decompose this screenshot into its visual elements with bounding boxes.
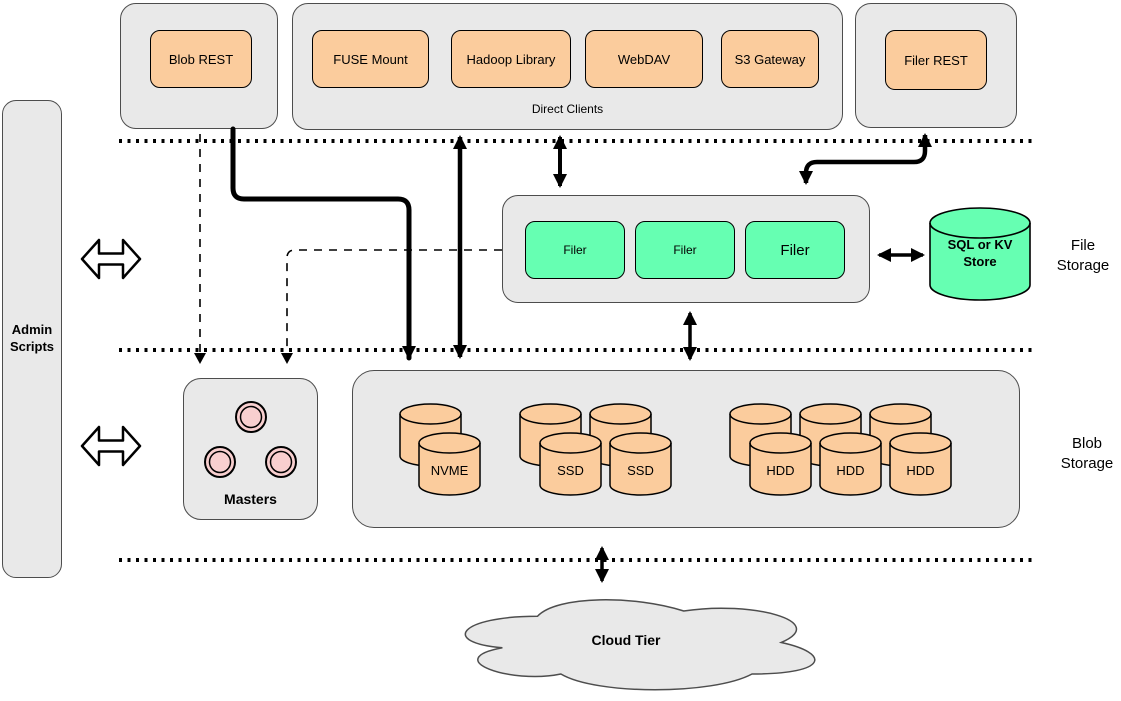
blob-rest-box: Blob REST	[150, 30, 252, 88]
admin-filestorage-double-arrow	[80, 238, 142, 280]
hdd-volume-label-1: HDD	[766, 463, 795, 478]
hadoop-library-box: Hadoop Library	[451, 30, 571, 88]
s3-gateway-label: S3 Gateway	[734, 51, 806, 67]
hdd-volume-label-2: HDD	[836, 463, 865, 478]
filer-box-2: Filer	[635, 221, 735, 279]
admin-scripts-panel: Admin Scripts	[2, 100, 62, 578]
sql-kv-store-label: SQL or KV Store	[947, 237, 1013, 269]
nvme-volume-label: NVME	[430, 463, 469, 478]
blob-storage-section-label: Blob Storage	[1060, 435, 1114, 473]
filer-box-3: Filer	[745, 221, 845, 279]
filer-label-1: Filer	[563, 243, 587, 257]
arrow-blobrest-to-blobstorage	[230, 126, 416, 361]
ssd-volume-label-1: SSD	[557, 463, 584, 478]
direct-clients-caption: Direct Clients	[531, 102, 604, 116]
filer-label-2: Filer	[673, 243, 697, 257]
fuse-mount-label: FUSE Mount	[333, 51, 408, 67]
blob-rest-label: Blob REST	[168, 51, 234, 67]
arrow-filerrest-to-filers	[799, 133, 932, 185]
hdd-volume-label-3: HDD	[906, 463, 935, 478]
webdav-box: WebDAV	[585, 30, 703, 88]
file-storage-section-label: File Storage	[1056, 237, 1110, 275]
webdav-label: WebDAV	[617, 51, 671, 67]
fuse-mount-box: FUSE Mount	[312, 30, 429, 88]
ssd-volume-label-2: SSD	[627, 463, 654, 478]
hadoop-library-label: Hadoop Library	[466, 51, 556, 67]
filer-box-1: Filer	[525, 221, 625, 279]
cloud-tier-label: Cloud Tier	[591, 632, 661, 648]
filer-label-3: Filer	[780, 241, 810, 259]
admin-blobstorage-double-arrow	[80, 425, 142, 467]
arrow-filer-to-masters	[281, 249, 502, 364]
admin-scripts-label: Admin Scripts	[9, 322, 55, 354]
masters-label: Masters	[224, 491, 277, 507]
s3-gateway-box: S3 Gateway	[721, 30, 819, 88]
filer-rest-box: Filer REST	[885, 30, 987, 90]
blob-storage-container	[352, 370, 1020, 528]
filer-rest-label: Filer REST	[904, 52, 968, 68]
